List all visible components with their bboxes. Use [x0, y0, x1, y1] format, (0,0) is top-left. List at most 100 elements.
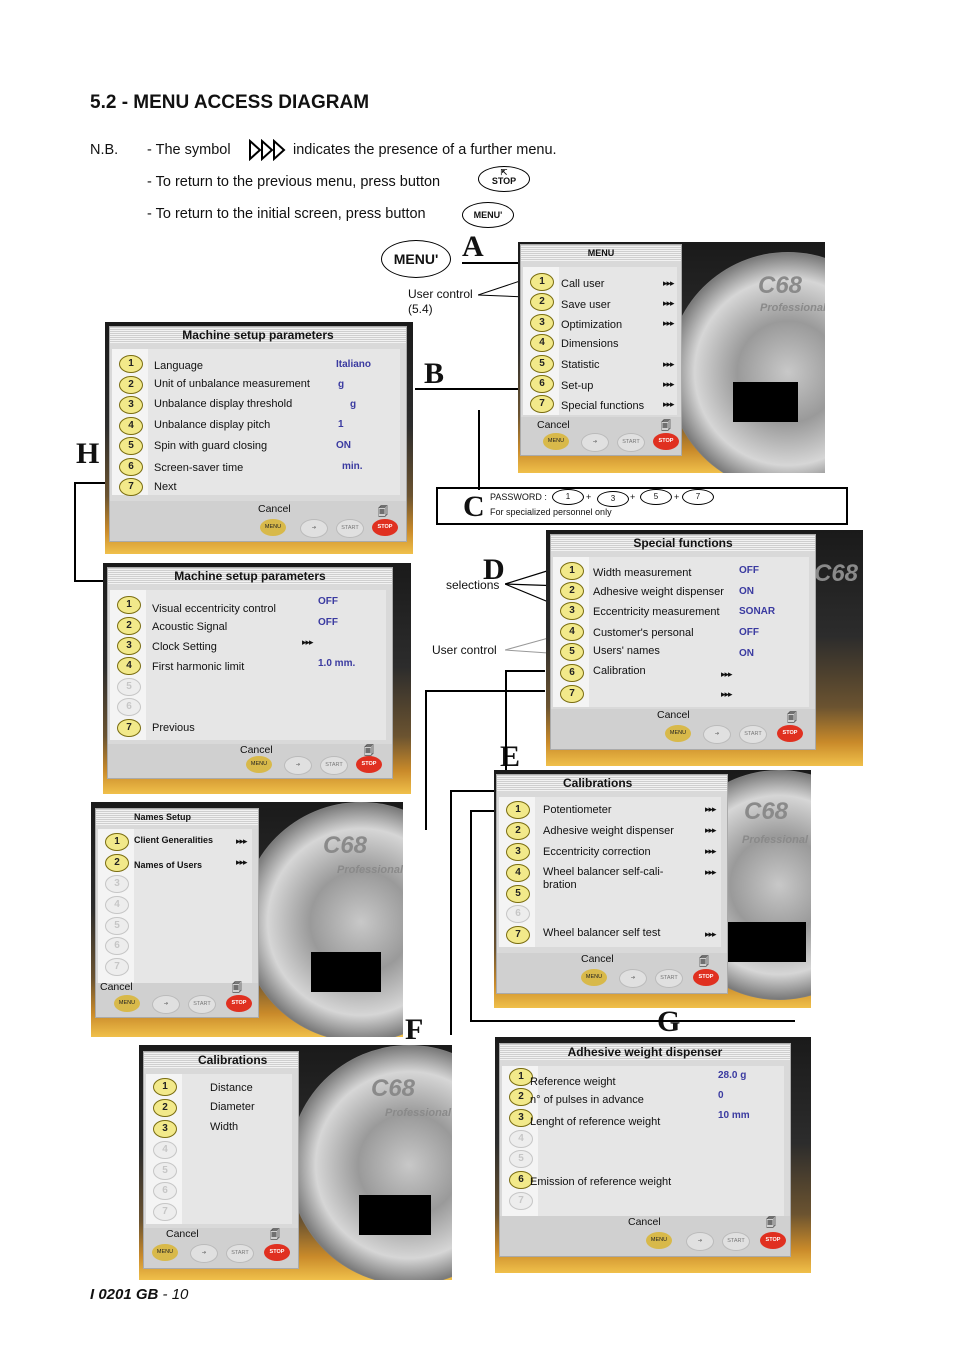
start-button[interactable]: START: [336, 519, 364, 538]
menu-item-setup[interactable]: Set-up: [561, 380, 594, 392]
item-eccentricity-correction[interactable]: Eccentricity correction: [543, 846, 651, 858]
num-3[interactable]: 3: [119, 396, 143, 414]
item-previous[interactable]: Previous: [152, 722, 195, 734]
start-button[interactable]: START: [617, 433, 645, 452]
item-distance[interactable]: Distance: [210, 1082, 253, 1094]
start-button[interactable]: START: [188, 995, 216, 1014]
num-3[interactable]: 3: [153, 1120, 177, 1138]
menu-item-save-user[interactable]: Save user: [561, 299, 611, 311]
item-eccentricity-measurement[interactable]: Eccentricity measurement: [593, 606, 720, 618]
item-length-reference-weight[interactable]: Lenght of reference weight: [530, 1116, 661, 1128]
item-self-test[interactable]: Wheel balancer self test: [543, 927, 661, 939]
num-4[interactable]: 4: [119, 417, 143, 435]
num-4[interactable]: 4: [506, 864, 530, 882]
num-1[interactable]: 1: [506, 801, 530, 819]
stop-button[interactable]: STOP: [226, 995, 252, 1012]
item-unbalance-unit[interactable]: Unit of unbalance measurement: [154, 378, 310, 390]
item-clock-setting[interactable]: Clock Setting: [152, 641, 217, 653]
num-2[interactable]: 2: [506, 822, 530, 840]
num-7[interactable]: 7: [117, 719, 141, 737]
item-display-threshold[interactable]: Unbalance display threshold: [154, 398, 293, 410]
num-2[interactable]: 2: [117, 617, 141, 635]
menu-button[interactable]: MENU: [543, 433, 569, 450]
arrow-button[interactable]: ➔: [619, 969, 647, 988]
num-6[interactable]: 6: [530, 375, 554, 393]
arrow-button[interactable]: ➔: [284, 756, 312, 775]
start-button[interactable]: START: [226, 1244, 254, 1263]
arrow-button[interactable]: ➔: [686, 1232, 714, 1251]
num-1[interactable]: 1: [530, 273, 554, 291]
num-5[interactable]: 5: [119, 437, 143, 455]
stop-button[interactable]: STOP: [777, 725, 803, 742]
item-self-calibration[interactable]: Wheel balancer self-cali-: [543, 866, 664, 878]
menu-button[interactable]: MENU: [665, 725, 691, 742]
num-3[interactable]: 3: [560, 602, 584, 620]
item-language[interactable]: Language: [154, 360, 203, 372]
num-7[interactable]: 7: [506, 926, 530, 944]
arrow-button[interactable]: ➔: [300, 519, 328, 538]
num-1[interactable]: 1: [509, 1068, 533, 1086]
item-display-pitch[interactable]: Unbalance display pitch: [154, 419, 271, 431]
item-client-generalities[interactable]: Client Generalities: [134, 835, 214, 845]
stop-button[interactable]: STOP: [264, 1244, 290, 1261]
num-7[interactable]: 7: [560, 685, 584, 703]
arrow-button[interactable]: ➔: [581, 433, 609, 452]
item-names-of-users[interactable]: Names of Users: [134, 860, 203, 870]
menu-item-dimensions[interactable]: Dimensions: [561, 338, 619, 350]
start-button[interactable]: START: [739, 725, 767, 744]
item-next[interactable]: Next: [154, 481, 177, 493]
item-acoustic-signal[interactable]: Acoustic Signal: [152, 621, 228, 633]
item-customers-personal[interactable]: Customer's personal: [593, 627, 694, 639]
item-first-harmonic[interactable]: First harmonic limit: [152, 661, 245, 673]
menu-item-statistic[interactable]: Statistic: [561, 359, 600, 371]
num-2[interactable]: 2: [153, 1099, 177, 1117]
num-5[interactable]: 5: [530, 355, 554, 373]
stop-button[interactable]: STOP: [372, 519, 398, 536]
menu-item-special-functions[interactable]: Special functions: [561, 400, 645, 412]
num-1[interactable]: 1: [119, 355, 143, 373]
menu-button[interactable]: MENU: [152, 1244, 178, 1261]
num-1[interactable]: 1: [560, 562, 584, 580]
num-2[interactable]: 2: [119, 376, 143, 394]
num-3[interactable]: 3: [506, 843, 530, 861]
menu-button[interactable]: MENU: [246, 756, 272, 773]
stop-button[interactable]: STOP: [653, 433, 679, 450]
num-2[interactable]: 2: [530, 293, 554, 311]
menu-item-optimization[interactable]: Optimization: [561, 319, 623, 331]
num-4[interactable]: 4: [560, 623, 584, 641]
item-users-names[interactable]: Users' names: [593, 645, 660, 657]
num-6[interactable]: 6: [560, 664, 584, 682]
menu-button[interactable]: MENU: [581, 969, 607, 986]
num-2[interactable]: 2: [560, 582, 584, 600]
menu-button[interactable]: MENU: [646, 1232, 672, 1249]
stop-button[interactable]: STOP: [356, 756, 382, 773]
num-4[interactable]: 4: [530, 334, 554, 352]
num-1[interactable]: 1: [153, 1078, 177, 1096]
num-5[interactable]: 5: [506, 885, 530, 903]
num-3[interactable]: 3: [117, 637, 141, 655]
num-3[interactable]: 3: [530, 314, 554, 332]
item-screensaver[interactable]: Screen-saver time: [154, 462, 244, 474]
stop-button[interactable]: STOP: [760, 1232, 786, 1249]
arrow-button[interactable]: ➔: [190, 1244, 218, 1263]
item-width-measurement[interactable]: Width measurement: [593, 567, 692, 579]
menu-button[interactable]: MENU: [260, 519, 286, 536]
item-diameter[interactable]: Diameter: [210, 1101, 255, 1113]
item-adhesive-dispenser[interactable]: Adhesive weight dispenser: [543, 825, 674, 837]
num-6[interactable]: 6: [509, 1171, 533, 1189]
item-emission-reference-weight[interactable]: Emission of reference weight: [530, 1176, 672, 1188]
arrow-button[interactable]: ➔: [703, 725, 731, 744]
num-1[interactable]: 1: [117, 596, 141, 614]
menu-item-call-user[interactable]: Call user: [561, 278, 605, 290]
item-calibration[interactable]: Calibration: [593, 665, 646, 677]
stop-button[interactable]: STOP: [693, 969, 719, 986]
item-spin-guard[interactable]: Spin with guard closing: [154, 440, 268, 452]
num-4[interactable]: 4: [117, 657, 141, 675]
arrow-button[interactable]: ➔: [152, 995, 180, 1014]
item-visual-eccentricity[interactable]: Visual eccentricity control: [152, 603, 276, 615]
num-7[interactable]: 7: [530, 395, 554, 413]
menu-button[interactable]: MENU: [114, 995, 140, 1012]
num-2[interactable]: 2: [509, 1088, 533, 1106]
item-pulses-in-advance[interactable]: n° of pulses in advance: [530, 1094, 644, 1106]
num-3[interactable]: 3: [509, 1109, 533, 1127]
